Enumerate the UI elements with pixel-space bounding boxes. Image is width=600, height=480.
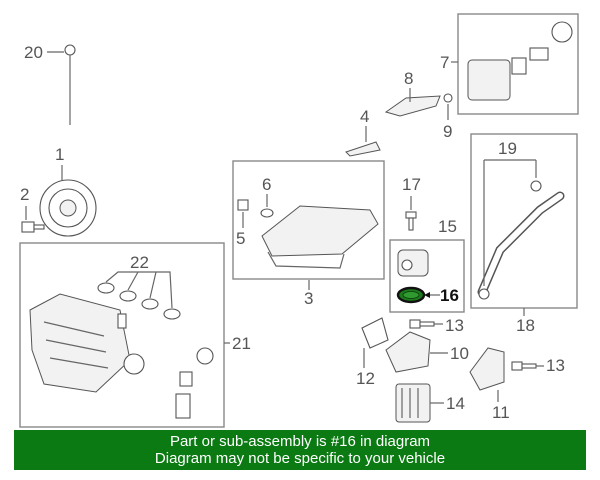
- callout-18: 18: [516, 316, 535, 335]
- part-2-bolt[interactable]: [21, 221, 45, 233]
- banner-line-1: Part or sub-assembly is #16 in diagram: [169, 433, 431, 450]
- part-8-tensioner[interactable]: [384, 95, 441, 117]
- box-15: [389, 239, 465, 313]
- callout-1: 1: [55, 145, 64, 164]
- callout-20: 20: [24, 43, 43, 62]
- callout-11: 11: [492, 403, 510, 422]
- part-4-chain-guide[interactable]: [345, 141, 381, 157]
- part-21-intake-manifold[interactable]: [29, 293, 214, 419]
- part-15-filter-adapter[interactable]: [397, 249, 429, 277]
- banner-line-2: Diagram may not be specific to your vehi…: [154, 450, 446, 467]
- part-3-oil-pan[interactable]: [261, 205, 379, 269]
- callout-6: 6: [262, 175, 271, 194]
- part-5-drain-plug[interactable]: [237, 199, 249, 211]
- callout-8: 8: [404, 69, 413, 88]
- callout-5: 5: [236, 229, 245, 248]
- part-17-bolt[interactable]: [405, 211, 417, 231]
- part-11-bracket[interactable]: [469, 347, 505, 391]
- callout-19: 19: [498, 139, 517, 158]
- arrow-16: [424, 292, 430, 298]
- part-20-dipstick[interactable]: [64, 44, 76, 125]
- part-9-washer[interactable]: [443, 93, 453, 103]
- part-16-o-ring[interactable]: [396, 286, 426, 304]
- callout-3: 3: [304, 289, 313, 308]
- callout-2: 2: [20, 185, 29, 204]
- box-7: [457, 13, 579, 115]
- callout-21: 21: [232, 334, 251, 353]
- callout-14: 14: [446, 394, 465, 413]
- callout-17: 17: [402, 175, 421, 194]
- callout-13-left: 13: [445, 316, 464, 335]
- part-13-bolt-left[interactable]: [409, 319, 435, 329]
- part-10-bracket[interactable]: [385, 331, 431, 373]
- part-13-bolt-right[interactable]: [511, 361, 537, 371]
- part-19-hose[interactable]: [477, 180, 565, 300]
- callout-7: 7: [440, 53, 449, 72]
- box-21: [19, 242, 225, 428]
- part-7-oil-pump[interactable]: [467, 21, 573, 101]
- part-12-gasket[interactable]: [361, 317, 389, 349]
- part-6-gasket[interactable]: [260, 208, 274, 218]
- callout-4: 4: [360, 107, 369, 126]
- callout-13-right: 13: [546, 356, 565, 375]
- callout-12: 12: [356, 369, 375, 388]
- part-1-crank-pulley[interactable]: [39, 179, 97, 237]
- part-14-oil-filter[interactable]: [395, 383, 431, 423]
- callout-9: 9: [443, 122, 452, 141]
- callout-10: 10: [450, 344, 469, 363]
- part-22-gaskets[interactable]: [97, 282, 181, 329]
- callout-16: 16: [440, 286, 459, 305]
- callout-15: 15: [438, 217, 457, 236]
- info-banner: Part or sub-assembly is #16 in diagram D…: [14, 430, 586, 470]
- box-3: [232, 160, 385, 280]
- callout-22: 22: [130, 253, 149, 272]
